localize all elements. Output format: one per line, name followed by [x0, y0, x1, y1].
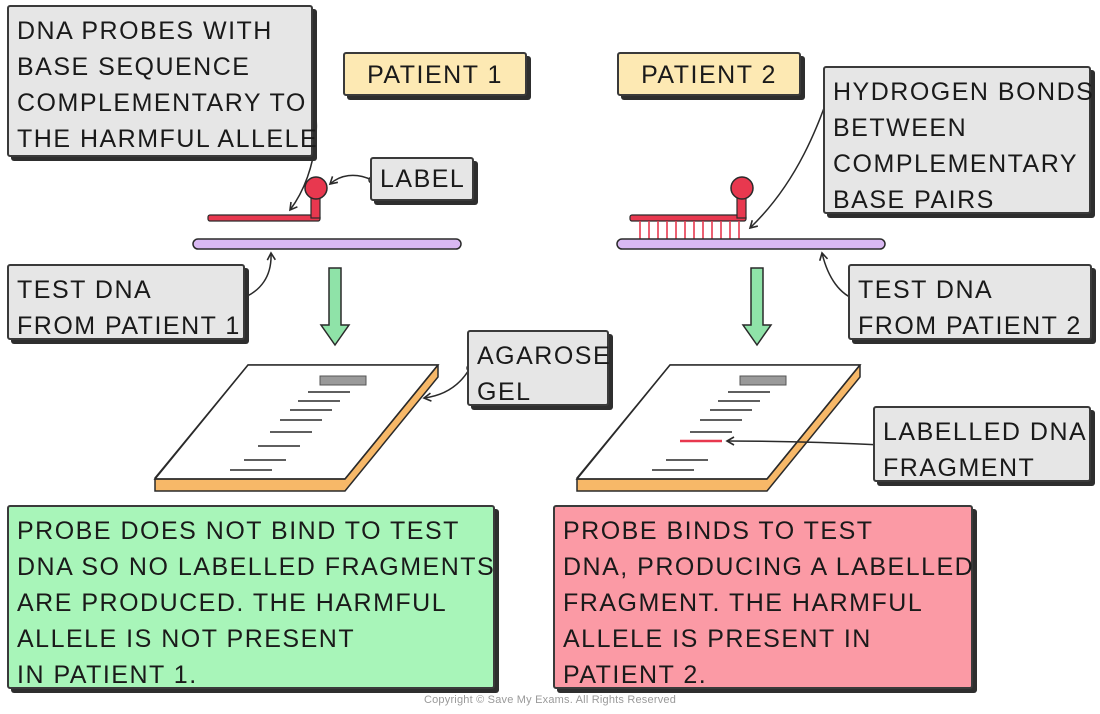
patient1-probe [207, 176, 328, 222]
hydrogen-line: COMPLEMENTARY [833, 150, 1079, 178]
label-box: LABEL [370, 157, 474, 201]
test-dna-2-line: FROM PATIENT 2 [858, 312, 1082, 340]
test-dna-1-line: TEST DNA [17, 276, 153, 304]
patient1-gel [153, 364, 440, 492]
patient1-result-line: IN PATIENT 1. [17, 661, 198, 689]
patient1-result-line: PROBE DOES NOT BIND TO TEST [17, 517, 460, 545]
hydrogen-bonds-box: HYDROGEN BONDS BETWEEN COMPLEMENTARY BAS… [823, 66, 1095, 214]
probe-desc-line: DNA PROBES WITH [17, 17, 273, 45]
patient2-gel [575, 364, 862, 492]
patient2-result-line: PROBE BINDS TO TEST [563, 517, 874, 545]
test-dna-2-line: TEST DNA [858, 276, 994, 304]
probe-desc-line: BASE SEQUENCE [17, 53, 251, 81]
hydrogen-line: HYDROGEN BONDS [833, 78, 1095, 106]
patient2-result-line: DNA, PRODUCING A LABELLED [563, 553, 975, 581]
patient1-result-line: DNA SO NO LABELLED FRAGMENTS [17, 553, 496, 581]
patient1-down-arrow [319, 267, 351, 347]
patient1-result-box: PROBE DOES NOT BIND TO TEST DNA SO NO LA… [7, 505, 495, 689]
probe-desc-line: COMPLEMENTARY TO [17, 89, 307, 117]
patient2-down-arrow [741, 267, 773, 347]
patient2-result-line: FRAGMENT. THE HARMFUL [563, 589, 924, 617]
test-dna-1-line: FROM PATIENT 1 [17, 312, 241, 340]
copyright-text: Copyright © Save My Exams. All Rights Re… [423, 694, 677, 706]
hydrogen-line: BASE PAIRS [833, 186, 995, 214]
patient2-title-text: PATIENT 2 [641, 61, 777, 89]
patient1-title: PATIENT 1 [343, 52, 527, 96]
hydrogen-bonds [639, 221, 740, 240]
label-text: LABEL [380, 165, 466, 193]
patient2-test-dna [616, 238, 886, 250]
connector-hydrogen [748, 82, 834, 230]
agarose-gel-box: AGAROSE GEL [467, 330, 612, 406]
labelled-fragment-box: LABELLED DNA FRAGMENT [873, 406, 1091, 482]
labelled-fragment-line: LABELLED DNA [883, 418, 1088, 446]
patient2-result-line: ALLELE IS PRESENT IN [563, 625, 872, 653]
connector-fragment [725, 436, 883, 446]
agarose-line: AGAROSE [477, 342, 612, 370]
patient1-result-line: ALLELE IS NOT PRESENT [17, 625, 356, 653]
patient2-result-box: PROBE BINDS TO TEST DNA, PRODUCING A LAB… [553, 505, 973, 689]
patient2-probe [629, 176, 754, 222]
test-dna-2-box: TEST DNA FROM PATIENT 2 [848, 264, 1092, 340]
test-dna-1-box: TEST DNA FROM PATIENT 1 [7, 264, 245, 340]
hydrogen-line: BETWEEN [833, 114, 968, 142]
patient2-title: PATIENT 2 [617, 52, 801, 96]
patient2-result-line: PATIENT 2. [563, 661, 708, 689]
patient1-title-text: PATIENT 1 [367, 61, 503, 89]
connector-label [328, 174, 373, 186]
probe-desc-line: THE HARMFUL ALLELE [17, 125, 319, 153]
agarose-line: GEL [477, 378, 532, 406]
patient1-result-line: ARE PRODUCED. THE HARMFUL [17, 589, 448, 617]
probe-description-box: DNA PROBES WITH BASE SEQUENCE COMPLEMENT… [7, 5, 319, 157]
patient1-test-dna [192, 238, 462, 250]
labelled-fragment-line: FRAGMENT [883, 454, 1036, 482]
